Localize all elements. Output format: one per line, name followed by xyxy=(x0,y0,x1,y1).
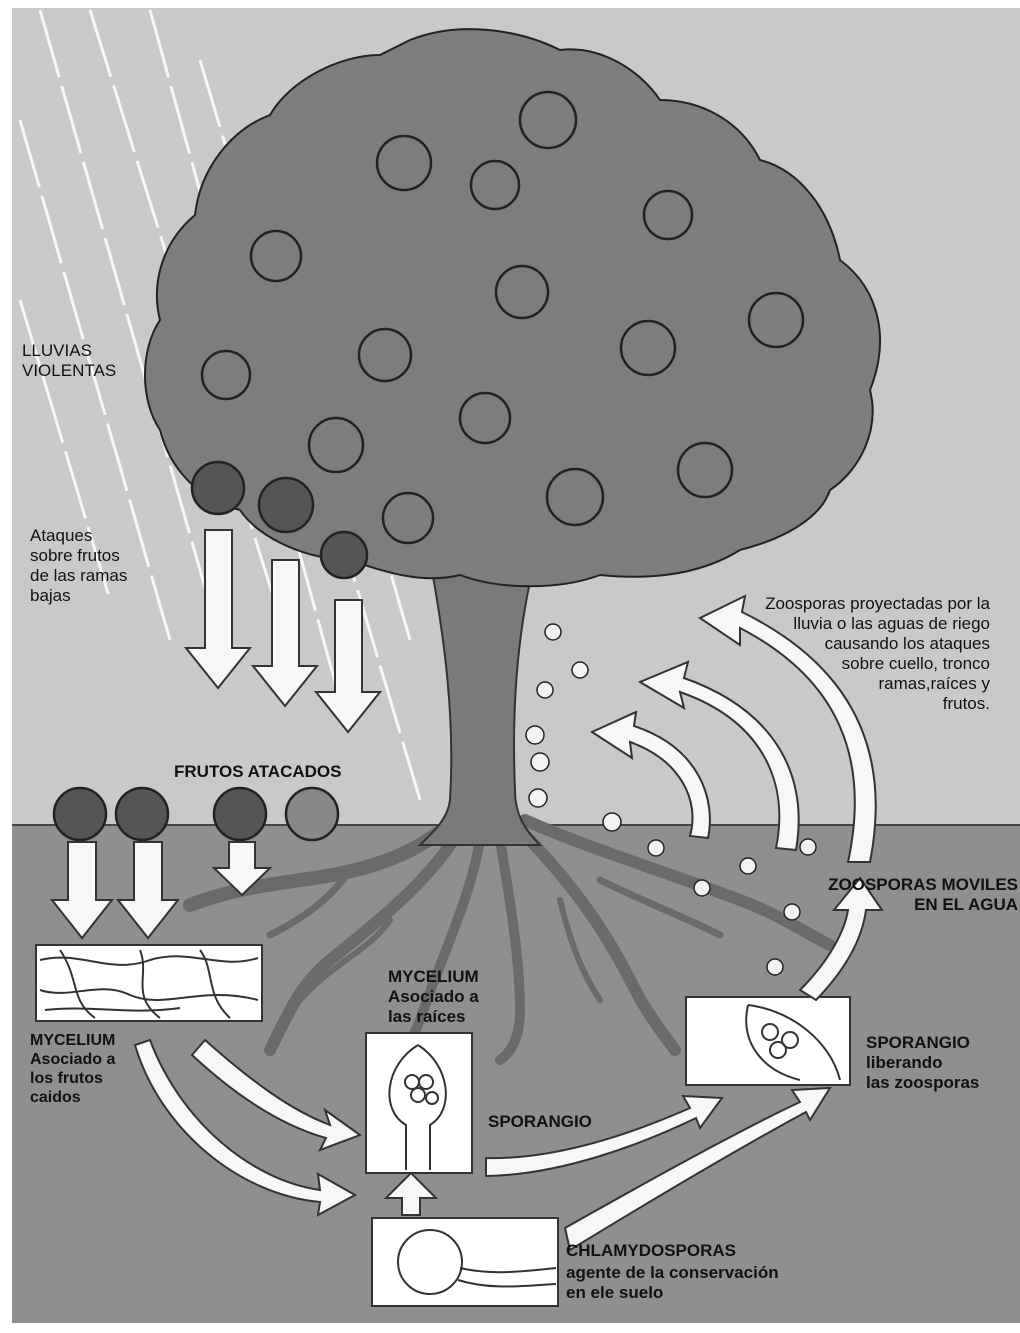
ataques-ramas-bajas-label: Ataques sobre frutos de las ramas bajas xyxy=(30,526,127,606)
frutos-atacados-label: FRUTOS ATACADOS xyxy=(174,762,341,782)
mycelium-raices-label: MYCELIUM Asociado a las raíces xyxy=(388,967,479,1027)
chlamydosporas-panel xyxy=(372,1218,558,1306)
sporangio-label: SPORANGIO xyxy=(488,1112,592,1132)
zoosporas-moviles-label: ZOOSPORAS MOVILES EN EL AGUA xyxy=(778,875,1018,915)
chlamydosporas-desc-label: agente de la conservación en ele suelo xyxy=(566,1263,779,1303)
sporangio-panel xyxy=(366,1033,472,1173)
lluvias-violentas-label: LLUVIAS VIOLENTAS xyxy=(22,341,116,381)
sporangio-liberando-label: SPORANGIO liberando las zoosporas xyxy=(866,1033,979,1093)
chlamydosporas-title-label: CHLAMYDOSPORAS xyxy=(566,1241,736,1261)
mycelium-frutos-label: MYCELIUM Asociado a los frutos caidos xyxy=(30,1031,115,1107)
zoosporas-proyectadas-label: Zoosporas proyectadas por la lluvia o la… xyxy=(660,594,990,714)
